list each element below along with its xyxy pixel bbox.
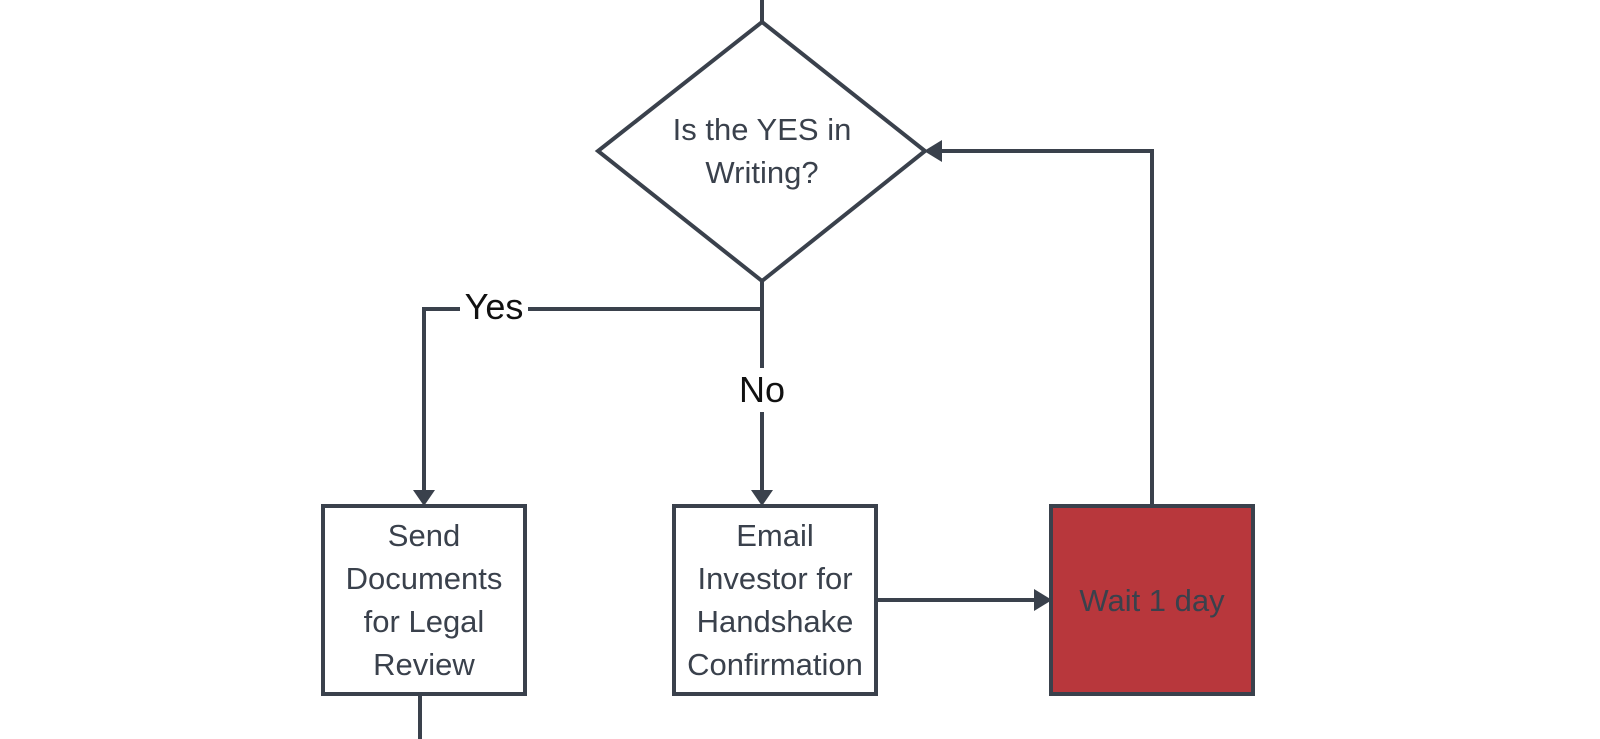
arrowhead-to-decision bbox=[924, 140, 942, 162]
arrowhead-to-wait bbox=[1034, 589, 1052, 611]
yes-label: Yes bbox=[460, 285, 528, 329]
send-documents-text: Send Documents for Legal Review bbox=[345, 518, 503, 682]
arrowhead-to-send-documents bbox=[413, 490, 435, 506]
decision-diamond[interactable] bbox=[594, 19, 929, 284]
connector-decision-to-yes-branch bbox=[422, 281, 764, 490]
connector-wait-loop-back bbox=[942, 149, 1154, 506]
decision-text: Is the YES in Writing? bbox=[672, 112, 852, 190]
arrowhead-to-email-investor bbox=[751, 490, 773, 506]
wait-box[interactable] bbox=[1049, 504, 1255, 696]
no-label: No bbox=[734, 368, 790, 412]
email-investor-text: Email Investor for Handshake Confirmatio… bbox=[687, 518, 863, 682]
send-documents-box[interactable] bbox=[321, 504, 527, 696]
email-investor-box[interactable] bbox=[672, 504, 878, 696]
wait-text: Wait 1 day bbox=[1079, 582, 1225, 618]
